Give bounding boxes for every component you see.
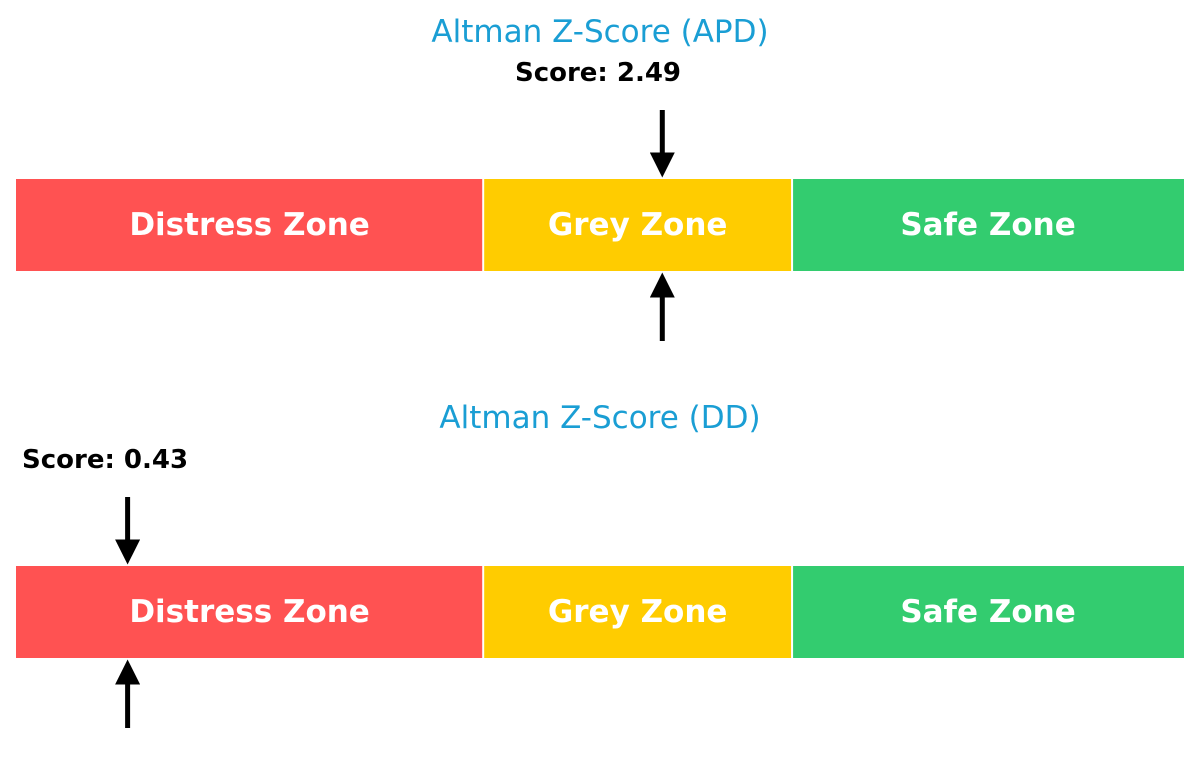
- zone-label: Safe Zone: [900, 594, 1075, 630]
- zone-segment: [793, 566, 1184, 658]
- gauge-apd: Altman Z-Score (APD) Score: 2.49 Distres…: [16, 14, 1184, 341]
- zone-segment: [16, 566, 483, 658]
- zone-bar: Distress Zone Grey Zone Safe Zone: [16, 179, 1184, 271]
- zone-segment: [484, 179, 792, 271]
- zone-label: Distress Zone: [129, 594, 370, 630]
- zone-bar: Distress Zone Grey Zone Safe Zone: [16, 566, 1184, 658]
- score-label: Score: 2.49: [515, 58, 681, 88]
- zone-label: Safe Zone: [900, 207, 1075, 243]
- zone-label: Grey Zone: [548, 207, 728, 243]
- zone-segment: [16, 179, 483, 271]
- zone-label: Grey Zone: [548, 594, 728, 630]
- score-label: Score: 0.43: [22, 445, 188, 475]
- zone-label: Distress Zone: [129, 207, 370, 243]
- gauge-dd: Altman Z-Score (DD) Score: 0.43 Distress…: [16, 400, 1184, 728]
- zone-segment: [793, 179, 1184, 271]
- chart-title: Altman Z-Score (DD): [439, 400, 760, 436]
- chart-title: Altman Z-Score (APD): [431, 14, 768, 50]
- zone-segment: [484, 566, 792, 658]
